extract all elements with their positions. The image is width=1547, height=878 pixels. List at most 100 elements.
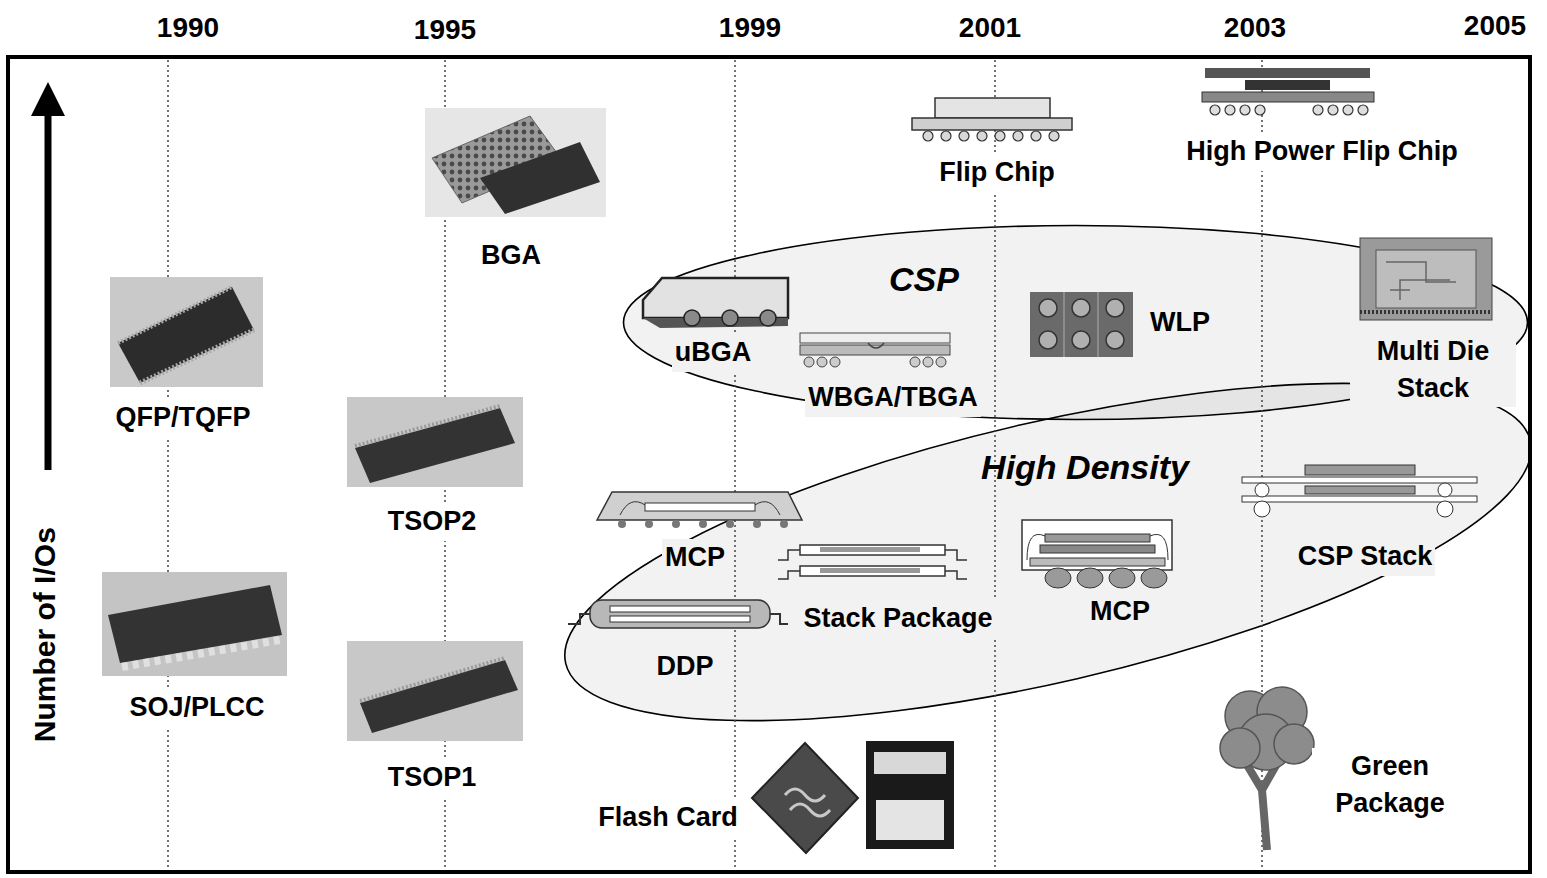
tsop1-photo [347, 641, 523, 741]
tsop1-photo [360, 658, 505, 701]
package-label: BGA [478, 237, 544, 274]
year-gridline [168, 60, 1262, 870]
wlp-icon [1072, 299, 1090, 317]
soj-photo [122, 640, 280, 667]
tsop2-photo [347, 397, 523, 487]
mcp-icon [780, 520, 788, 528]
mcp-icon [1109, 568, 1135, 588]
csp-stack-icon [1242, 496, 1477, 502]
wbga-icon [910, 357, 920, 367]
package-label: QFP/TQFP [113, 399, 254, 436]
mcp-icon [618, 520, 626, 528]
package-label: CSP Stack [1295, 538, 1436, 575]
mcp-icon [1141, 568, 1167, 588]
mcp-icon [645, 520, 653, 528]
flip-chip-icon [1049, 131, 1059, 141]
csp-stack-icon [1254, 483, 1453, 517]
qfp-photo [110, 277, 263, 387]
high-power-flip-chip-icon [1358, 105, 1368, 115]
year-label: 2005 [1461, 7, 1529, 46]
high-power-flip-chip-icon [1328, 105, 1338, 115]
high-power-flip-chip-icon [1313, 105, 1323, 115]
bga-photo [425, 108, 606, 217]
wbga-icon [800, 345, 950, 355]
flash-card-icon [752, 741, 954, 853]
qfp-photo [118, 287, 232, 343]
flip-chip-icon [977, 131, 987, 141]
multi-die-stack-icon [1376, 250, 1476, 308]
csp-stack-icon [1305, 486, 1415, 494]
group-title: High Density [978, 448, 1192, 487]
group-title: CSP [886, 260, 962, 299]
mcp-icon [1027, 534, 1168, 560]
mcp-icon [1030, 558, 1165, 566]
ddp-icon [568, 614, 788, 624]
multi-die-stack-icon [1360, 238, 1492, 320]
high-power-flip-chip-icon [1343, 105, 1353, 115]
mcp-icon [597, 492, 802, 528]
high-power-flip-chip-icon [1202, 92, 1374, 102]
axis-arrow [31, 82, 65, 470]
year-label: 1999 [716, 9, 784, 48]
year-label: 1995 [411, 11, 479, 50]
mcp-icon [1045, 568, 1167, 588]
ddp-icon [610, 606, 750, 612]
tsop1-photo [360, 660, 518, 733]
tsop1-photo [347, 641, 523, 741]
flip-chip-icon [912, 118, 1072, 130]
package-label: Flash Card [595, 799, 741, 836]
high-power-flip-chip-icon [1240, 105, 1250, 115]
wbga-icon [800, 333, 950, 367]
ddp-icon [610, 616, 750, 622]
mcp-icon [1045, 568, 1071, 588]
flip-chip-icon [995, 131, 1005, 141]
stack-package-icon [820, 568, 920, 573]
high-power-flip-chip-icon [1245, 80, 1330, 90]
package-label: Flip Chip [936, 154, 1057, 191]
flip-chip-icon [923, 131, 1059, 141]
tsop2-photo [355, 406, 500, 446]
wlp-icon [1106, 299, 1124, 317]
ubga-icon [684, 310, 700, 326]
bga-photo [480, 142, 600, 214]
tsop2-photo [355, 408, 515, 483]
package-label: MCP [1087, 593, 1153, 630]
wbga-icon [800, 333, 950, 343]
soj-photo [102, 572, 287, 676]
high-power-flip-chip-icon [1225, 105, 1235, 115]
high-power-flip-chip-icon [1205, 68, 1370, 78]
high-power-flip-chip-icon [1255, 105, 1265, 115]
wlp-icon [1039, 331, 1057, 349]
stack-package-icon [778, 550, 967, 579]
flip-chip-icon [923, 131, 933, 141]
package-label: TSOP1 [385, 759, 480, 796]
mcp-icon [1022, 520, 1172, 588]
csp-stack-icon [1438, 483, 1452, 497]
axis-label: Number of I/Os [24, 524, 65, 745]
mcp-icon [726, 520, 734, 528]
mcp-icon [753, 520, 761, 528]
wlp-icon [1063, 292, 1065, 357]
flip-chip-icon [941, 131, 951, 141]
flip-chip-icon [1013, 131, 1023, 141]
qfp-photo [140, 330, 254, 383]
ddp-icon [568, 600, 788, 628]
package-label: SOJ/PLCC [126, 689, 267, 726]
year-gridline [734, 60, 736, 870]
mcp-icon [620, 502, 780, 515]
multi-die-stack-icon [1360, 310, 1492, 314]
package-label: Multi Die Stack [1350, 333, 1516, 408]
package-label: uBGA [672, 334, 755, 371]
tsop2-photo [347, 397, 523, 487]
multi-die-stack-icon [1360, 238, 1492, 320]
wbga-icon [936, 357, 946, 367]
wlp-icon [1039, 299, 1124, 349]
package-label: DDP [653, 648, 716, 685]
green-package-tree [1220, 687, 1314, 770]
high-power-flip-chip-icon [1210, 105, 1368, 115]
green-package-tree [1274, 724, 1314, 764]
bga-photo [425, 108, 606, 217]
qfp-photo [118, 287, 254, 383]
wbga-icon [804, 357, 946, 367]
